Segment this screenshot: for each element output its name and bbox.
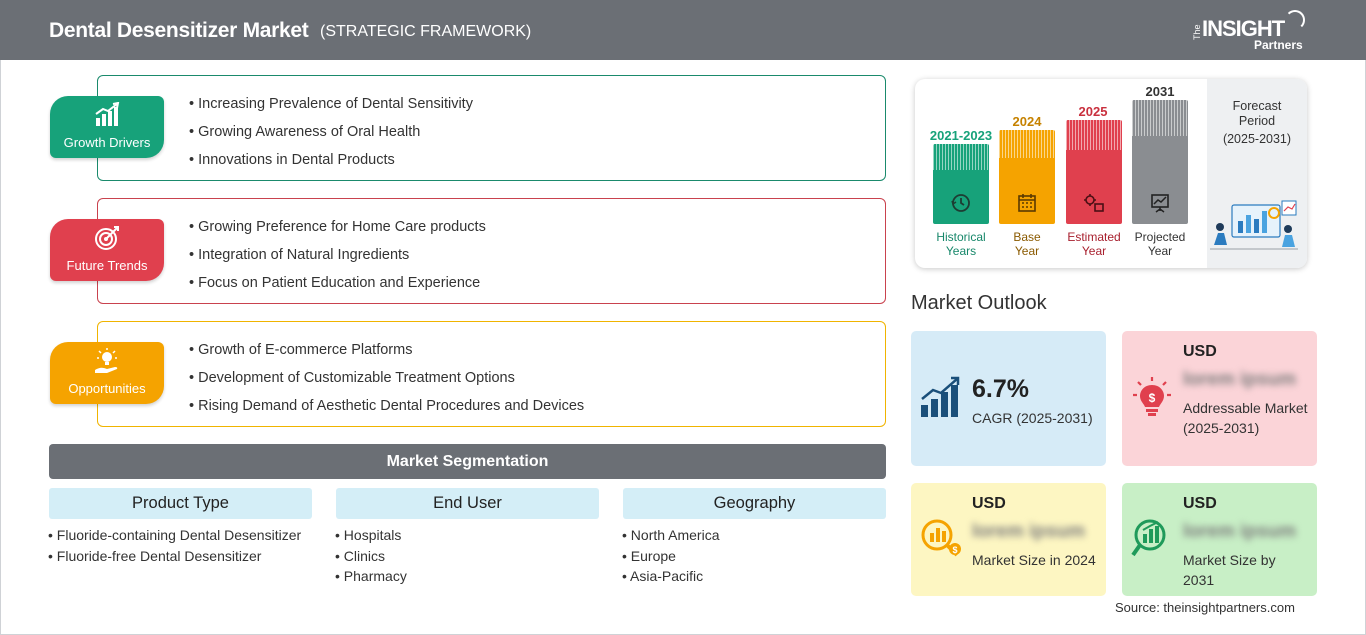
calendar-icon xyxy=(1018,194,1036,212)
target-icon xyxy=(95,226,119,250)
logo-the: The xyxy=(1192,24,1202,40)
list-item: Growth of E-commerce Platforms xyxy=(189,340,584,368)
list-item: Rising Demand of Aesthetic Dental Proced… xyxy=(189,396,584,424)
timeline-bar-projected xyxy=(1132,100,1188,224)
future-trends-box: Growing Preference for Home Care product… xyxy=(97,198,886,304)
list-item: Fluoride-containing Dental Desensitizer xyxy=(48,526,301,547)
size-2031-value-blurred: lorem ipsum xyxy=(1183,521,1296,542)
list-item: Increasing Prevalence of Dental Sensitiv… xyxy=(189,94,473,122)
growth-drivers-badge: Growth Drivers xyxy=(50,96,164,158)
list-item: Growing Preference for Home Care product… xyxy=(189,217,486,245)
page-title: Dental Desensitizer Market xyxy=(49,19,309,42)
timeline-caption-projected: Projected Year xyxy=(1134,230,1186,258)
future-trends-badge: Future Trends xyxy=(50,219,164,281)
future-trends-list: Growing Preference for Home Care product… xyxy=(189,217,486,301)
market-segmentation-header: Market Segmentation xyxy=(49,444,886,479)
size-2024-currency: USD xyxy=(972,495,1006,512)
timeline-bar-estimated xyxy=(1066,120,1122,224)
cagr-value: 6.7% xyxy=(972,375,1029,403)
rising-bar-chart-icon xyxy=(921,376,960,417)
list-item: Fluoride-free Dental Desensitizer xyxy=(48,547,301,568)
timeline-year-base: 2024 xyxy=(1012,114,1042,129)
estimate-gear-icon xyxy=(1084,194,1104,212)
segment-product-type-list: Fluoride-containing Dental Desensitizer … xyxy=(48,526,301,567)
svg-text:$: $ xyxy=(952,545,957,555)
future-trends-label: Future Trends xyxy=(66,258,148,273)
cagr-card: 6.7% CAGR (2025-2031) xyxy=(911,331,1106,466)
list-item: Hospitals xyxy=(335,526,407,547)
size-2024-label: Market Size in 2024 xyxy=(972,552,1096,568)
addressable-market-card: $ USD lorem ipsum Addressable Market (20… xyxy=(1122,331,1317,466)
size-2024-value-blurred: lorem ipsum xyxy=(972,521,1085,542)
segment-product-type-head: Product Type xyxy=(49,488,312,519)
coins-magnifier-icon: $ xyxy=(921,519,961,557)
opportunities-box: Growth of E-commerce Platforms Developme… xyxy=(97,321,886,427)
timeline-year-historical: 2021-2023 xyxy=(929,128,993,143)
forecast-period-range: (2025-2031) xyxy=(1222,132,1292,146)
addressable-label: Addressable Market (2025-2031) xyxy=(1183,400,1308,436)
list-item: Integration of Natural Ingredients xyxy=(189,245,486,273)
growth-drivers-label: Growth Drivers xyxy=(63,135,151,150)
timeline-caption-estimated: Estimated Year xyxy=(1067,230,1121,258)
timeline-bar-historical xyxy=(933,144,989,224)
addressable-value-blurred: lorem ipsum xyxy=(1183,369,1296,390)
segment-geography-list: North America Europe Asia-Pacific xyxy=(622,526,720,588)
analytics-team-illustration-icon xyxy=(1210,200,1298,250)
list-item: Clinics xyxy=(335,547,407,568)
logo-insight: INSIGHT xyxy=(1202,16,1285,41)
timeline-year-projected: 2031 xyxy=(1145,84,1175,99)
timeline-caption-historical: Historical Years xyxy=(936,230,986,258)
header-bar: Dental Desensitizer Market (STRATEGIC FR… xyxy=(0,0,1366,60)
timeline-caption-base: Base Year xyxy=(1013,230,1041,258)
logo-partners: Partners xyxy=(1254,38,1303,52)
svg-text:$: $ xyxy=(1149,391,1156,405)
idea-dollar-icon: $ xyxy=(1133,377,1171,416)
logo-arc-icon xyxy=(1285,10,1305,30)
segment-end-user-list: Hospitals Clinics Pharmacy xyxy=(335,526,407,588)
opportunities-badge: Opportunities xyxy=(50,342,164,404)
lightbulb-hand-icon xyxy=(95,348,118,373)
history-clock-icon xyxy=(951,194,970,212)
segment-geography-head: Geography xyxy=(623,488,886,519)
opportunities-list: Growth of E-commerce Platforms Developme… xyxy=(189,340,584,424)
source-credit[interactable]: Source: theinsightpartners.com xyxy=(1115,600,1295,615)
growth-magnifier-icon xyxy=(1131,519,1166,557)
list-item: Focus on Patient Education and Experienc… xyxy=(189,273,486,301)
list-item: Europe xyxy=(622,547,720,568)
size-2031-currency: USD xyxy=(1183,495,1217,512)
list-item: Asia-Pacific xyxy=(622,567,720,588)
market-outlook-title: Market Outlook xyxy=(911,292,1047,314)
growth-drivers-list: Increasing Prevalence of Dental Sensitiv… xyxy=(189,94,473,178)
cagr-label: CAGR (2025-2031) xyxy=(972,410,1093,426)
bar-growth-icon xyxy=(95,102,120,126)
timeline-card: 2021-2023 Historical Years 2024 Base Yea… xyxy=(915,79,1307,268)
list-item: Innovations in Dental Products xyxy=(189,150,473,178)
forecast-period-title: Forecast Period xyxy=(1232,99,1282,128)
projection-board-icon xyxy=(1151,194,1169,213)
list-item: North America xyxy=(622,526,720,547)
market-size-2031-card: USD lorem ipsum Market Size by 2031 xyxy=(1122,483,1317,596)
insight-partners-logo[interactable]: The INSIGHT Partners xyxy=(1190,10,1310,54)
list-item: Growing Awareness of Oral Health xyxy=(189,122,473,150)
list-item: Pharmacy xyxy=(335,567,407,588)
size-2031-label: Market Size by 2031 xyxy=(1183,552,1276,588)
addressable-currency: USD xyxy=(1183,343,1217,360)
list-item: Development of Customizable Treatment Op… xyxy=(189,368,584,396)
opportunities-label: Opportunities xyxy=(68,381,146,396)
market-size-2024-card: $ USD lorem ipsum Market Size in 2024 xyxy=(911,483,1106,596)
timeline-bar-base xyxy=(999,130,1055,224)
page-subtitle: (STRATEGIC FRAMEWORK) xyxy=(320,23,532,40)
timeline-year-estimated: 2025 xyxy=(1078,104,1108,119)
segment-end-user-head: End User xyxy=(336,488,599,519)
growth-drivers-box: Increasing Prevalence of Dental Sensitiv… xyxy=(97,75,886,181)
